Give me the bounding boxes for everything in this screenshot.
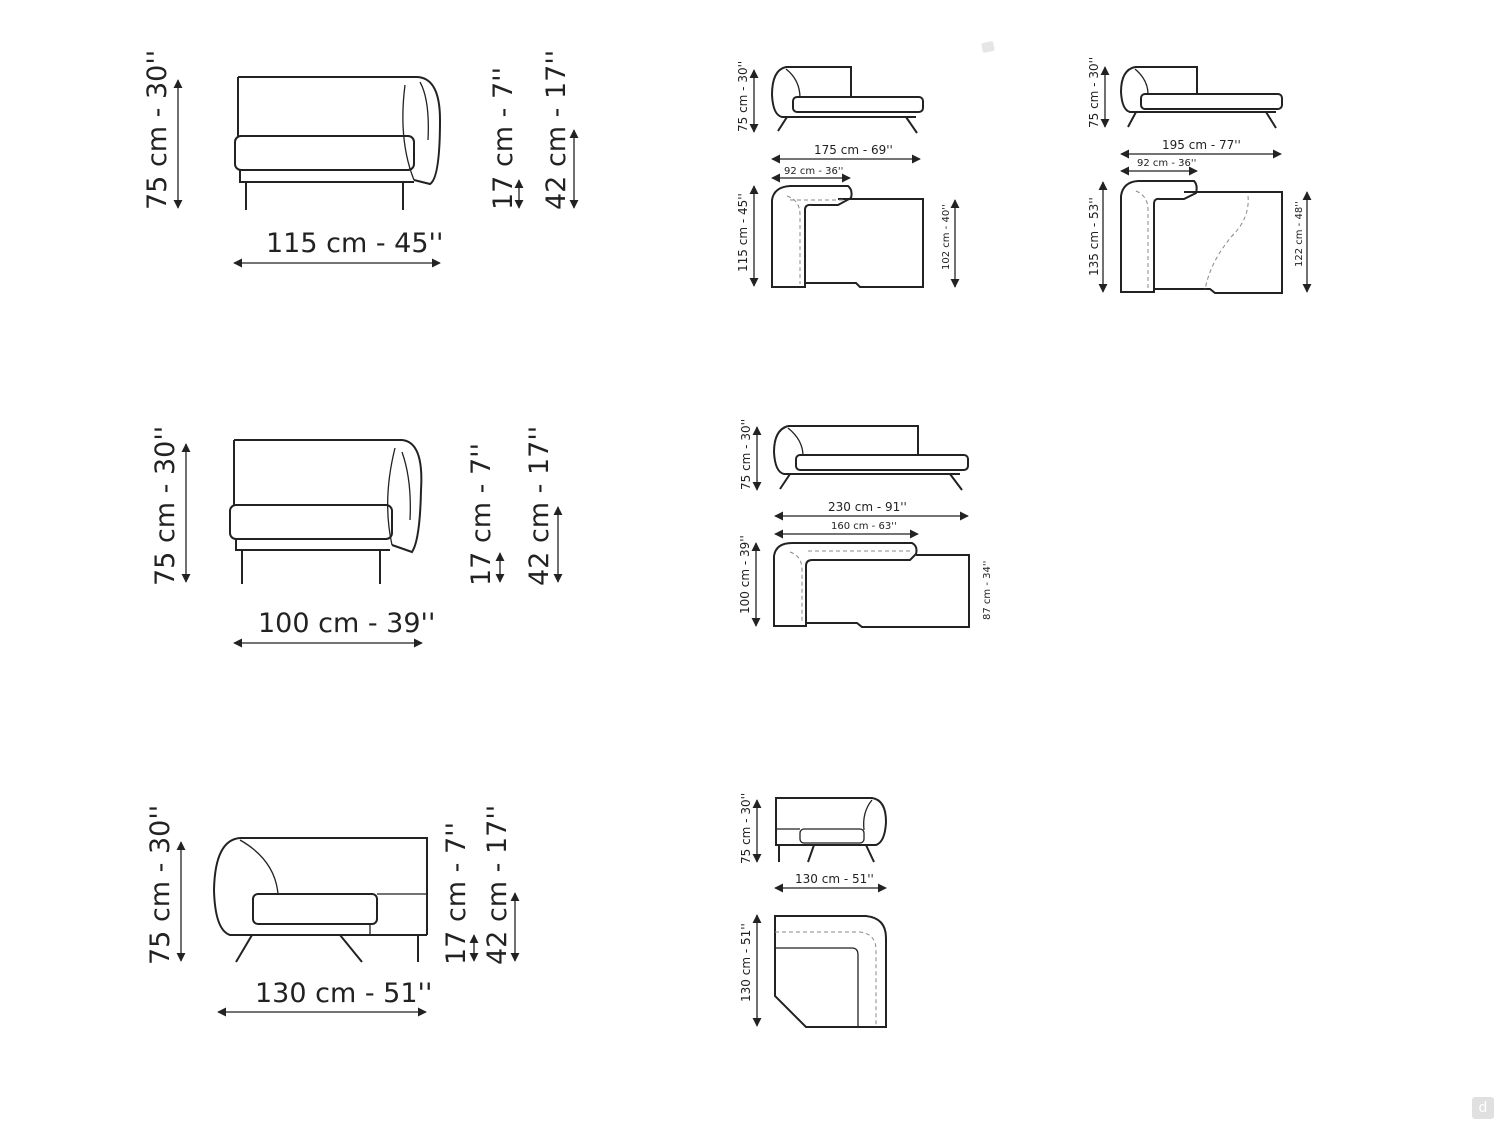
c195-depth: 135 cm - 53'' <box>1087 197 1101 276</box>
corner-height: 75 cm - 30'' <box>739 793 753 864</box>
c195-back-width: 92 cm - 36'' <box>1137 158 1196 169</box>
chaise-230-views: 75 cm - 30'' 230 cm - 91'' 160 cm - 63''… <box>738 419 993 628</box>
corner-130-views: 75 cm - 30'' 130 cm - 51'' 130 cm - 51'' <box>739 793 888 1028</box>
chaise-175-views: 75 cm - 30'' 175 cm - 69'' 92 cm - 36'' … <box>736 61 960 288</box>
c175-width: 175 cm - 69'' <box>814 143 893 157</box>
c230-depth: 100 cm - 39'' <box>738 535 752 614</box>
corner-depth: 130 cm - 51'' <box>739 923 753 1002</box>
c230-back-width: 160 cm - 63'' <box>831 521 897 532</box>
c175-seat-depth: 102 cm - 40'' <box>941 204 952 270</box>
m1-seat-height: 17 cm - 7'' <box>488 67 519 210</box>
module-3-front-view: 75 cm - 30'' 17 cm - 7'' 42 cm - 17'' 13… <box>145 805 520 1017</box>
corner-width: 130 cm - 51'' <box>795 872 874 886</box>
m1-height: 75 cm - 30'' <box>142 50 173 210</box>
m1-width: 115 cm - 45'' <box>266 228 443 259</box>
c175-back-width: 92 cm - 36'' <box>784 166 843 177</box>
c175-depth: 115 cm - 45'' <box>736 193 750 272</box>
m2-seat-top: 42 cm - 17'' <box>524 426 555 586</box>
c175-height: 75 cm - 30'' <box>736 61 750 132</box>
c195-height: 75 cm - 30'' <box>1087 57 1101 128</box>
c230-seat-depth: 87 cm - 34'' <box>982 561 993 620</box>
c230-height: 75 cm - 30'' <box>739 419 753 490</box>
decorative-mark <box>981 41 995 53</box>
m2-width: 100 cm - 39'' <box>258 608 435 639</box>
m1-seat-top: 42 cm - 17'' <box>541 50 572 210</box>
m3-seat-top: 42 cm - 17'' <box>482 805 513 965</box>
m3-width: 130 cm - 51'' <box>255 978 432 1009</box>
m2-seat-height: 17 cm - 7'' <box>466 443 497 586</box>
c195-width: 195 cm - 77'' <box>1162 138 1241 152</box>
module-2-front-view: 75 cm - 30'' 17 cm - 7'' 42 cm - 17'' 10… <box>150 426 563 648</box>
chaise-195-views: 75 cm - 30'' 195 cm - 77'' 92 cm - 36'' … <box>1087 57 1312 294</box>
c230-width: 230 cm - 91'' <box>828 500 907 514</box>
m3-height: 75 cm - 30'' <box>145 805 176 965</box>
c195-seat-depth: 122 cm - 48'' <box>1294 201 1305 267</box>
site-logo-badge: d <box>1472 1097 1494 1119</box>
m3-seat-height: 17 cm - 7'' <box>441 822 472 965</box>
module-1-front-view: 75 cm - 30'' 17 cm - 7'' 42 cm - 17'' 11… <box>142 50 579 268</box>
m2-height: 75 cm - 30'' <box>150 426 181 586</box>
